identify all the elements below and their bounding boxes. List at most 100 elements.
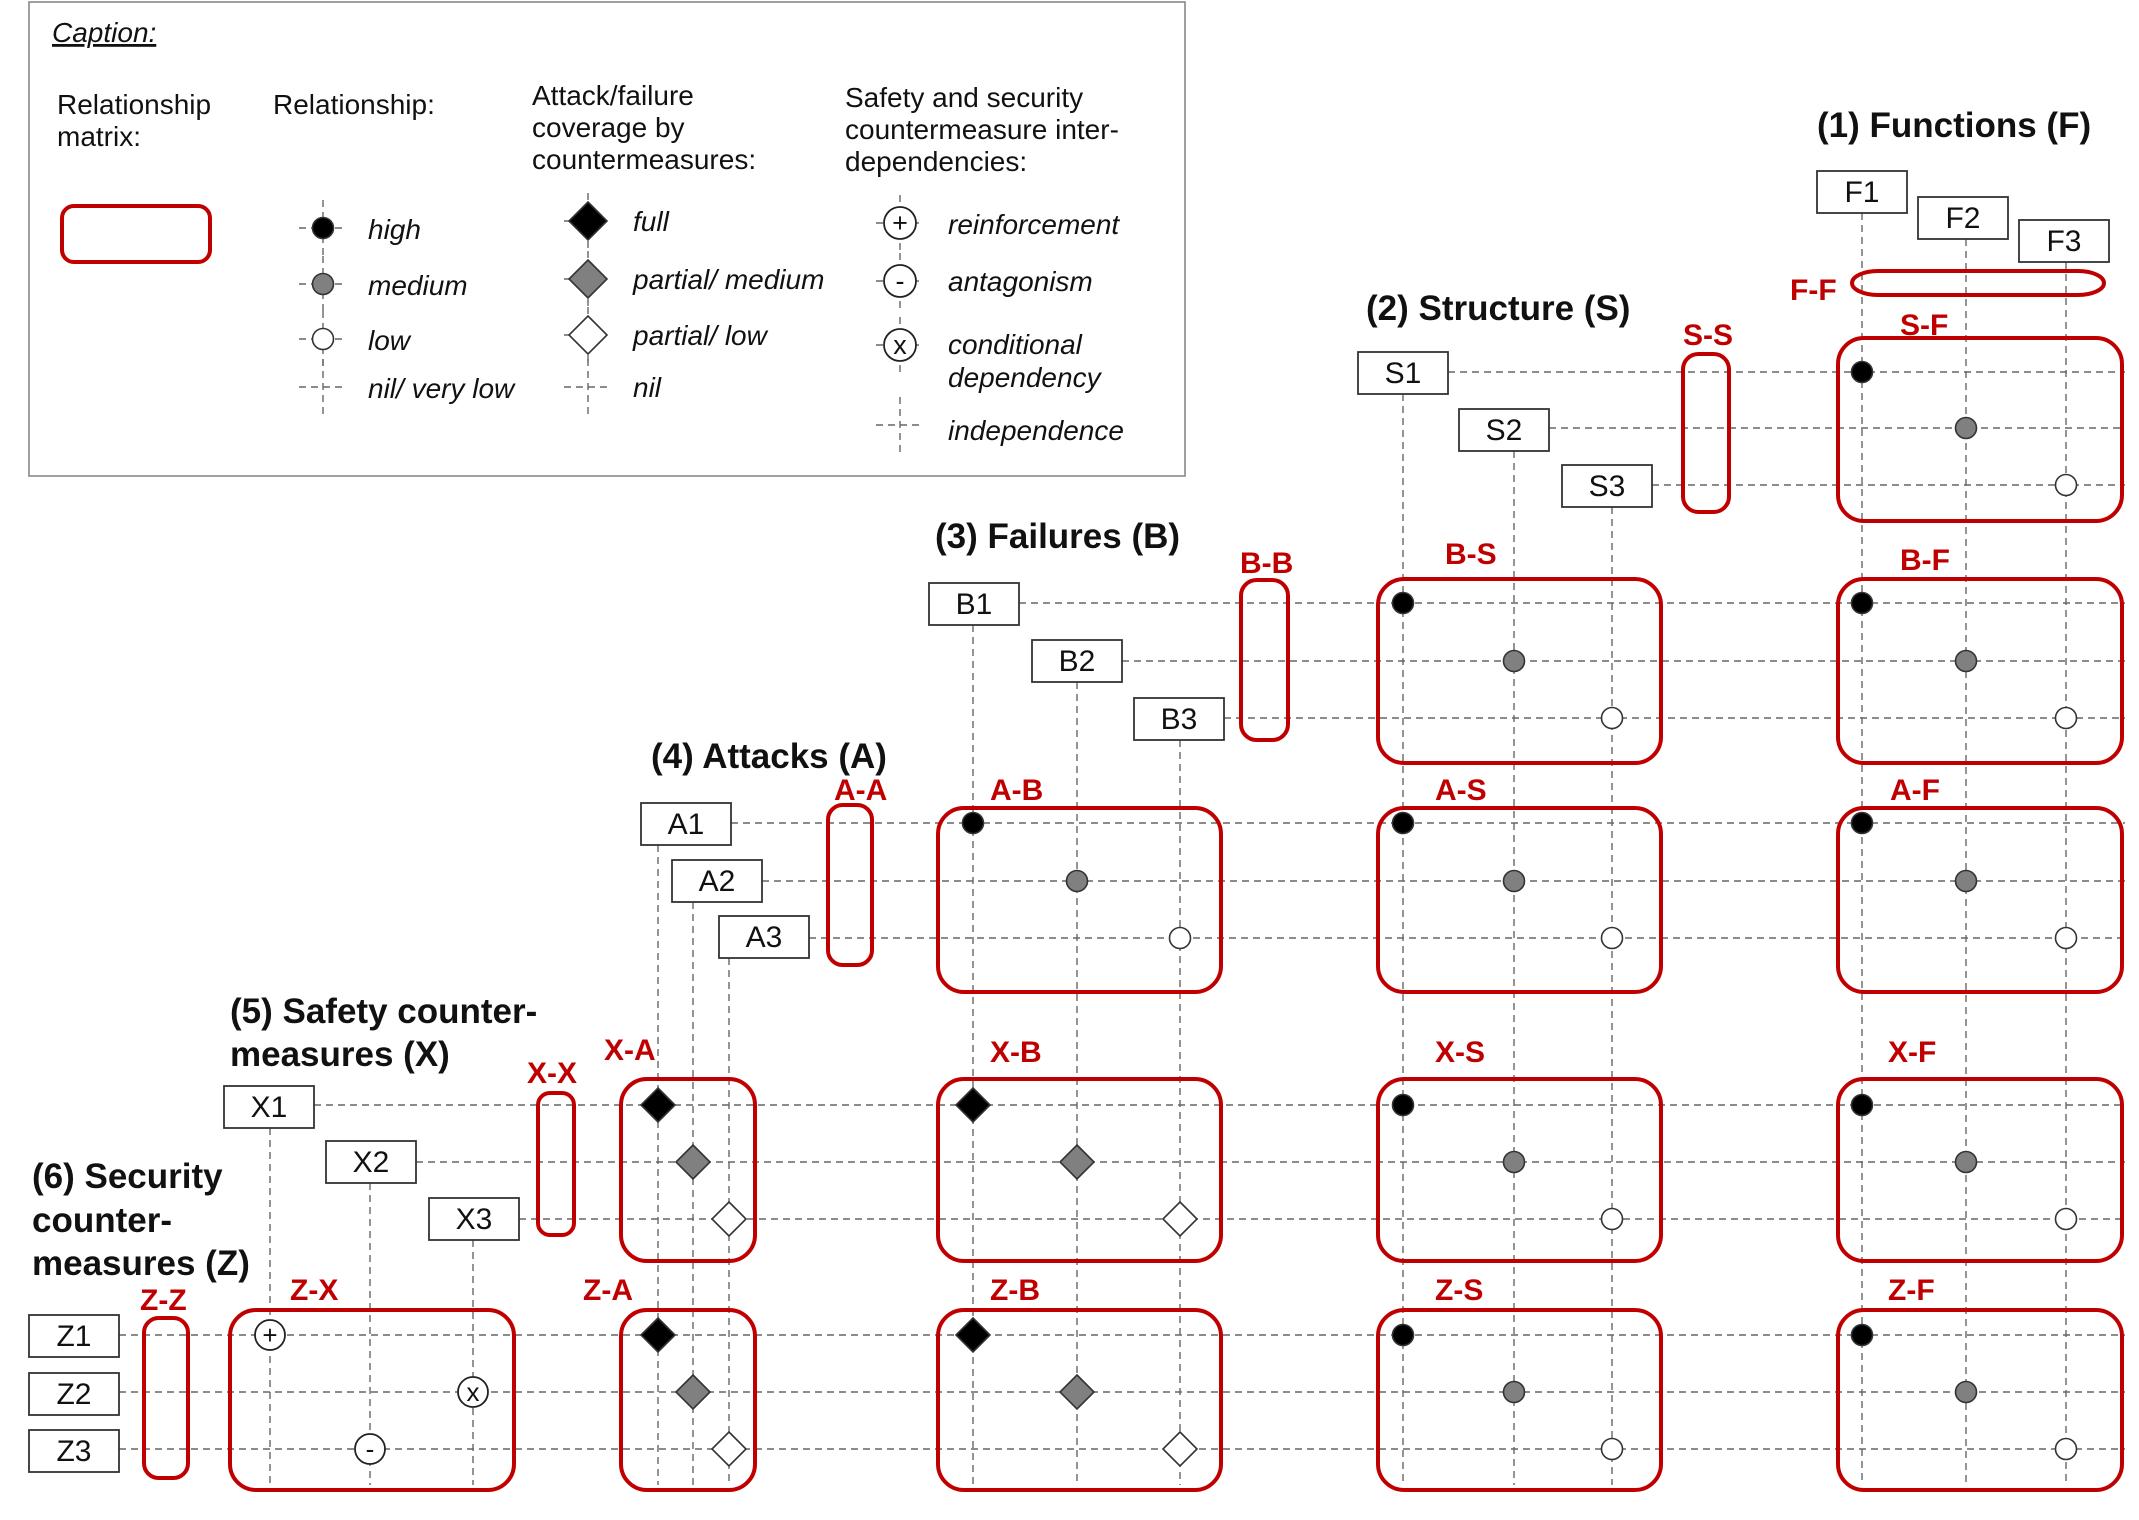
matrix-xa [619,1077,757,1263]
element-label-s3: S3 [1589,470,1626,503]
element-b3: B3 [1133,697,1225,741]
caption-coverage-heading-1: Attack/failure [532,80,694,111]
element-label-f1: F1 [1844,176,1879,209]
matrix-sf [1836,336,2124,523]
caption-diamond-1 [567,200,609,242]
element-label-b1: B1 [956,588,993,621]
marker-sf-3-low [2054,473,2078,497]
marker-ab-3-low [1168,926,1192,950]
group-title-x-2: measures (X) [230,1035,450,1074]
element-z3: Z3 [28,1429,120,1473]
matrix-label-ab: A-B [990,774,1043,807]
caption-relationship-3: low [368,325,412,356]
matrix-aa [826,803,874,967]
caption-interdep-heading-1: Safety and security [845,82,1083,113]
element-s3: S3 [1561,464,1653,508]
caption-interdep-3: conditional [948,329,1083,360]
marker-xa-3-partial_low [710,1200,748,1238]
marker-xf-3-low [2054,1207,2078,1231]
marker-xb-3-partial_low [1161,1200,1199,1238]
caption-matrix-heading-1: Relationship [57,89,211,120]
relationship-markers: + x - [254,360,2078,1468]
matrix-label-xf: X-F [1888,1036,1936,1069]
caption-circle-high [311,216,335,240]
matrix-label-sf: S-F [1900,309,1948,342]
matrix-ss [1681,352,1731,514]
element-label-b2: B2 [1059,645,1096,678]
matrix-label-zb: Z-B [990,1274,1040,1307]
svg-text:x: x [467,1377,480,1407]
caption-matrix-sample [60,204,212,264]
caption-frame [28,1,1186,477]
matrix-label-af: A-F [1890,774,1940,807]
element-z1: Z1 [28,1314,120,1358]
marker-zs-1-high [1391,1323,1415,1347]
marker-bf-1-high [1850,591,1874,615]
caption-coverage-4: nil [633,372,662,403]
group-title-z-1: (6) Security [32,1157,223,1196]
marker-bs-1-high [1391,591,1415,615]
element-b1: B1 [928,582,1020,626]
element-f3: F3 [2018,219,2110,263]
matrix-xf [1836,1077,2124,1263]
element-b2: B2 [1031,639,1123,683]
marker-af-2-medium [1954,869,1978,893]
element-label-a3: A3 [746,921,783,954]
group-title-z-2: counter- [32,1201,172,1240]
marker-zb-2-partial_medium [1058,1373,1096,1411]
element-a2: A2 [671,859,763,903]
caption-interdep-glyph-1: + [892,208,908,238]
marker-xs-3-low [1600,1207,1624,1231]
marker-zs-2-medium [1502,1380,1526,1404]
element-label-z1: Z1 [56,1320,91,1353]
matrix-label-bs: B-S [1445,538,1497,571]
interdep-z1-x1-reinforcement: + [254,1319,286,1351]
marker-zf-2-medium [1954,1380,1978,1404]
caption-interdep-1: reinforcement [948,209,1120,240]
element-a3: A3 [718,915,810,959]
caption-interdep-glyph-3: x [893,330,907,360]
matrix-label-zs: Z-S [1435,1274,1483,1307]
caption-legend: Caption:Relationshipmatrix:Relationship:… [28,1,1186,477]
matrix-label-za: Z-A [583,1274,633,1307]
matrix-label-ss: S-S [1683,319,1733,352]
marker-as-1-high [1391,811,1415,835]
matrix-label-bb: B-B [1240,547,1293,580]
matrix-af [1836,806,2124,994]
marker-af-1-high [1850,811,1874,835]
matrix-za [619,1308,757,1492]
caption-circle-low [311,327,335,351]
matrix-label-ff: F-F [1790,274,1837,307]
marker-bs-2-medium [1502,649,1526,673]
element-f1: F1 [1816,170,1908,214]
element-x2: X2 [325,1140,417,1184]
group-title-x-1: (5) Safety counter- [230,992,537,1031]
marker-as-3-low [1600,926,1624,950]
marker-ab-1-high [961,811,985,835]
svg-text:+: + [262,1320,277,1350]
marker-af-3-low [2054,926,2078,950]
marker-zs-3-low [1600,1437,1624,1461]
matrix-label-xx: X-X [527,1057,577,1090]
marker-xa-2-partial_medium [674,1143,712,1181]
caption-coverage-2: partial/ medium [632,264,824,295]
matrix-label-xs: X-S [1435,1036,1485,1069]
matrix-ab [936,806,1223,994]
marker-xb-1-full [954,1086,992,1124]
element-label-a2: A2 [699,865,736,898]
interdep-z3-x2-antagonism: - [354,1433,386,1465]
element-label-z2: Z2 [56,1378,91,1411]
element-label-b3: B3 [1161,703,1198,736]
caption-interdep-symbol-1 [883,206,917,240]
element-label-x2: X2 [353,1146,390,1179]
matrix-xx [536,1091,576,1237]
element-z2: Z2 [28,1372,120,1416]
caption-relationship-4: nil/ very low [368,373,516,404]
matrix-xb [936,1077,1223,1263]
matrix-label-xa: X-A [604,1034,656,1067]
matrix-label-aa: A-A [834,774,887,807]
matrix-zf [1836,1308,2124,1492]
element-label-s1: S1 [1385,357,1422,390]
marker-xa-1-full [639,1086,677,1124]
